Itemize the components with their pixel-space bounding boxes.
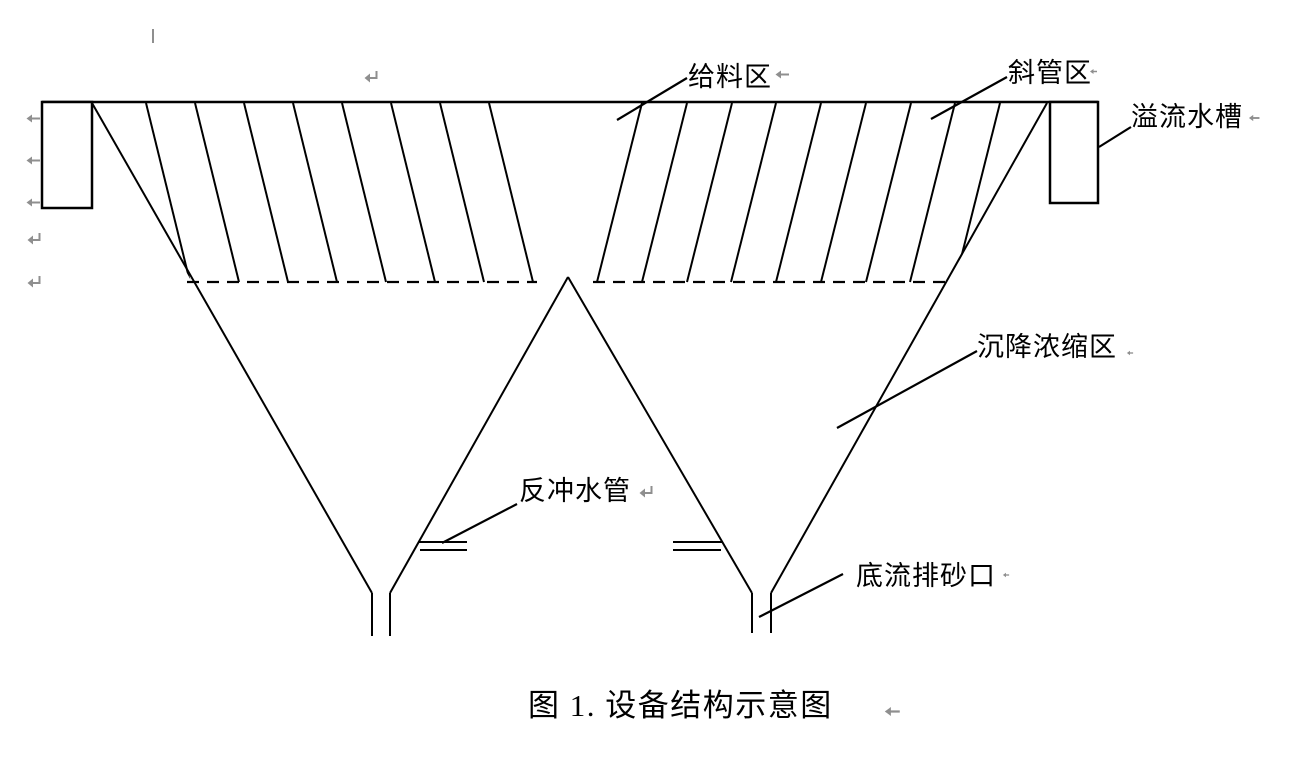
- backwash-pipe-lines: [418, 541, 723, 551]
- left-arrow-icon: [773, 67, 791, 82]
- center-ridge-right-slope: [567, 276, 753, 594]
- leader-underflow-outlet: [758, 573, 844, 618]
- label-overflow-trough[interactable]: 溢流水槽: [1131, 102, 1243, 132]
- overflow-trough-left-box: [40, 100, 94, 210]
- label-feed-zone[interactable]: 给料区: [688, 62, 772, 92]
- line-break-icon: [24, 273, 43, 290]
- leader-settling-zone: [836, 350, 978, 429]
- small-left-arrow-icon: [1002, 571, 1010, 579]
- overflow-trough-right-box: [1048, 100, 1100, 205]
- inclined-tube-hatching-left: [145, 102, 534, 283]
- tank-right-edge: [770, 102, 1048, 594]
- tank-left-edge: [91, 102, 373, 594]
- left-arrow-icon: [24, 153, 42, 168]
- left-arrow-icon: [24, 195, 42, 210]
- left-arrow-icon: [882, 703, 902, 720]
- leader-backwash-pipe: [441, 503, 518, 544]
- left-arrow-icon: [1247, 112, 1261, 124]
- inclined-tube-hatching-right: [596, 102, 1001, 283]
- label-underflow-sand-outlet[interactable]: 底流排砂口: [856, 561, 996, 591]
- leader-overflow-trough: [1098, 126, 1132, 148]
- line-break-icon: [636, 483, 655, 500]
- line-break-icon: [361, 68, 380, 85]
- line-break-icon: [24, 230, 43, 247]
- label-backwash-pipe[interactable]: 反冲水管: [519, 476, 631, 506]
- leader-feed-zone: [616, 77, 688, 121]
- figure-caption[interactable]: 图 1. 设备结构示意图: [528, 688, 833, 723]
- leader-lines: [441, 76, 1132, 618]
- center-ridge-left-slope: [389, 276, 569, 594]
- leader-inclined-tube-zone: [930, 76, 1008, 120]
- label-settling-thickening-zone[interactable]: 沉降浓缩区: [977, 332, 1117, 362]
- small-left-arrow-icon: [1089, 67, 1098, 76]
- cursor-icon: [152, 29, 154, 43]
- small-left-arrow-icon: [1126, 349, 1134, 357]
- tank-outline: [91, 102, 1048, 636]
- label-inclined-tube-zone[interactable]: 斜管区: [1008, 58, 1092, 88]
- left-arrow-icon: [24, 111, 42, 126]
